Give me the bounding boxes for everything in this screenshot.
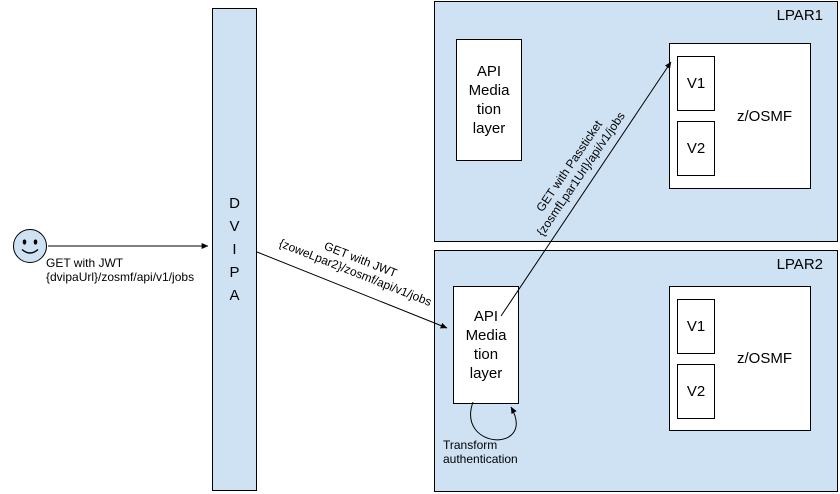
lpar1-zosmf-label: z/OSMF	[737, 107, 792, 125]
dvipa-to-lpar2-line2: {zoweLpar2}/zosmf/api/v1/jobs	[277, 236, 434, 309]
dvipa-letter: D	[229, 195, 240, 212]
transform-authentication-label: Transform authentication	[443, 438, 518, 466]
lpar1-title: LPAR1	[776, 7, 823, 24]
lpar1-apiml-line: layer	[472, 120, 506, 137]
dvipa-letter: V	[229, 218, 240, 235]
lpar1-apiml-line: tion	[476, 101, 502, 118]
lpar1-apiml-line: Media	[468, 82, 510, 99]
lpar1-apiml-box: API Media tion layer	[456, 39, 522, 161]
dvipa-letter: P	[229, 264, 240, 281]
lpar2-apiml-box: API Media tion layer	[453, 286, 519, 404]
lpar1-zosmf-v2-box: V2	[677, 121, 715, 176]
lpar2-title: LPAR2	[776, 256, 823, 273]
transform-line1: Transform	[443, 438, 498, 452]
lpar2-apiml-line: API	[473, 308, 499, 325]
lpar2-zosmf-v2-box: V2	[677, 363, 715, 419]
transform-line2: authentication	[443, 452, 518, 466]
lpar2-apiml-line: Media	[465, 327, 507, 344]
lpar1-apiml-line: API	[476, 63, 502, 80]
client-request-line2: {dvipaUrl}/zosmf/api/v1/jobs	[46, 270, 195, 284]
dvipa-bar: D V I P A	[212, 8, 257, 491]
client-request-line1: GET with JWT	[46, 256, 124, 270]
lpar1-zosmf-box: V1 V2 z/OSMF	[669, 43, 811, 189]
lpar1-zosmf-v1-box: V1	[677, 56, 715, 111]
dvipa-to-lpar2-arrow-label: GET with JWT {zoweLpar2}/zosmf/api/v1/jo…	[260, 216, 456, 316]
lpar2-zosmf-v1-box: V1	[677, 298, 715, 354]
lpar2-zosmf-label: z/OSMF	[737, 350, 792, 367]
client-request-label: GET with JWT {dvipaUrl}/zosmf/api/v1/job…	[46, 256, 194, 284]
lpar2-apiml-line: tion	[473, 346, 499, 363]
dvipa-to-lpar2-line1: GET with JWT	[322, 238, 400, 281]
lpar2-zosmf-box: V1 V2 z/OSMF	[669, 286, 811, 431]
dvipa-letter: I	[232, 241, 237, 258]
dvipa-letter: A	[229, 287, 240, 304]
lpar2-zosmf-versions: V1 V2	[677, 298, 715, 419]
lpar1-zosmf-versions: V1 V2	[677, 56, 715, 176]
lpar2-apiml-line: layer	[469, 365, 503, 382]
client-smiley-icon	[13, 229, 47, 263]
lpar1-box: LPAR1 API Media tion layer V1 V2 z/OSMF	[434, 1, 838, 242]
